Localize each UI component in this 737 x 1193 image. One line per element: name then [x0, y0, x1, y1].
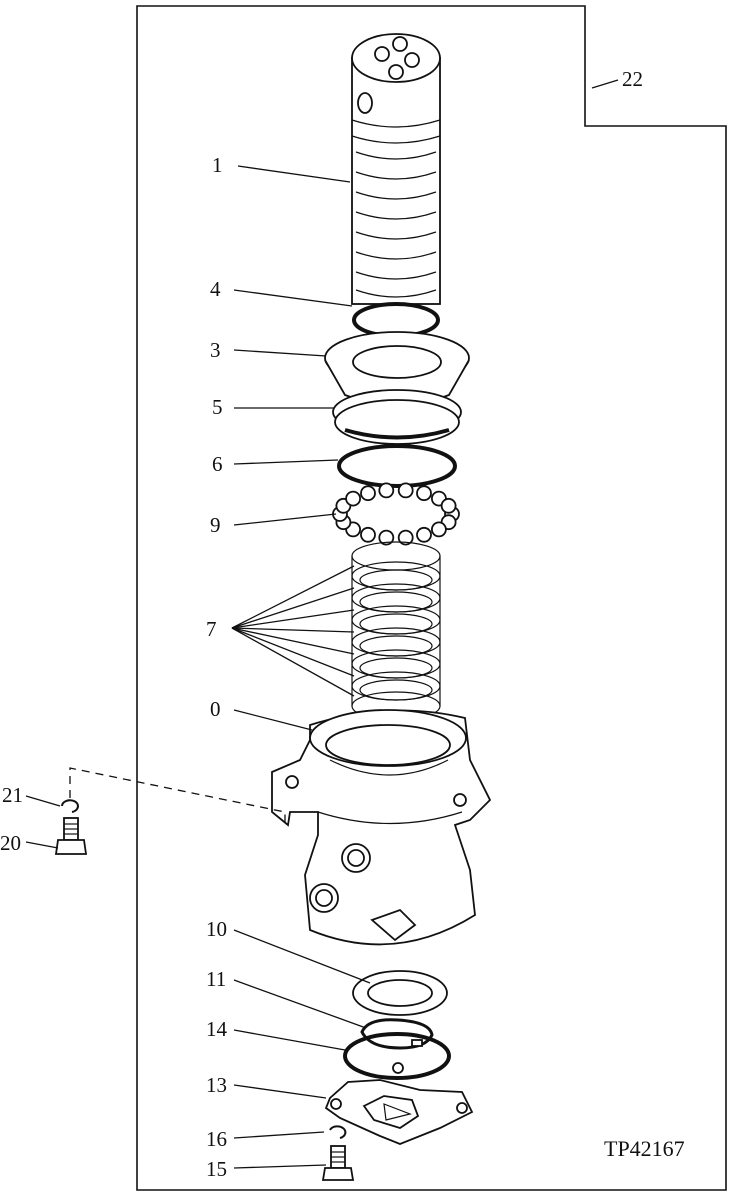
bearing-ball — [397, 529, 414, 546]
bearing-ball — [416, 526, 432, 543]
leader-lines — [25, 79, 619, 1169]
part-20-bolt — [54, 817, 88, 855]
part-9-balls — [332, 482, 460, 546]
part-10-washer — [352, 970, 448, 1016]
sheet-border — [136, 5, 727, 1191]
part-13-cover — [324, 1062, 474, 1145]
bearing-ball — [440, 497, 457, 514]
callout-7: 7 — [206, 617, 217, 641]
part-1-shaft — [351, 33, 441, 305]
mounting-dashed-line — [69, 767, 286, 824]
bearing-ball — [397, 482, 414, 499]
bearing-ball — [345, 490, 362, 507]
callout-16: 16 — [206, 1127, 227, 1151]
callout-13: 13 — [206, 1073, 227, 1097]
part-16-lock-washer — [329, 1125, 347, 1139]
drawing-code: TP42167 — [604, 1136, 685, 1161]
callout-20: 20 — [0, 831, 21, 855]
callout-10: 10 — [206, 917, 227, 941]
bearing-ball — [430, 521, 447, 538]
callout-1: 1 — [212, 153, 223, 177]
callout-0: 0 — [210, 697, 221, 721]
callout-14: 14 — [206, 1017, 228, 1041]
callout-21: 21 — [2, 783, 23, 807]
bearing-ball — [378, 529, 395, 546]
callout-11: 11 — [206, 967, 226, 991]
bearing-ball — [360, 526, 376, 543]
callout-4: 4 — [210, 277, 221, 301]
part-5-race — [332, 389, 462, 445]
callout-labels: 1 4 3 5 6 9 7 0 21 20 10 11 14 13 16 15 … — [0, 67, 643, 1181]
callout-5: 5 — [212, 395, 223, 419]
callout-15: 15 — [206, 1157, 227, 1181]
part-15-bolt — [321, 1145, 355, 1181]
bearing-ball — [378, 482, 395, 499]
callout-22: 22 — [622, 67, 643, 91]
bearing-ball — [360, 485, 376, 502]
callout-6: 6 — [212, 452, 223, 476]
part-14-o-ring — [343, 1032, 451, 1080]
part-0-housing — [271, 709, 492, 946]
callout-3: 3 — [210, 338, 221, 362]
part-21-lock-washer — [61, 799, 79, 813]
bearing-ball — [416, 485, 432, 502]
part-6-o-ring — [337, 444, 457, 488]
callout-9: 9 — [210, 513, 221, 537]
part-7-springs — [351, 541, 441, 721]
